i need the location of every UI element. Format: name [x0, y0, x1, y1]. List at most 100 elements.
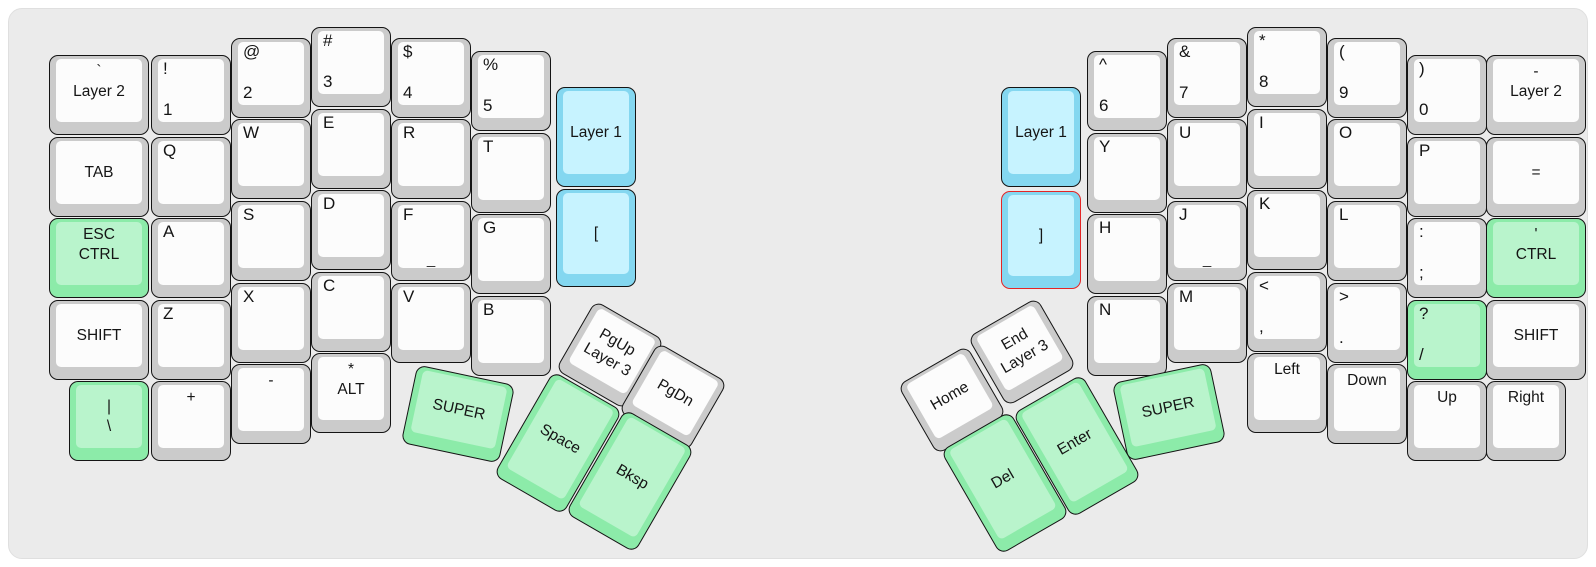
key-label: S — [243, 205, 255, 224]
key-label: * — [1259, 31, 1266, 50]
key-v[interactable]: V — [391, 283, 471, 363]
key-plus[interactable]: + — [151, 381, 231, 461]
key-o[interactable]: O — [1327, 119, 1407, 199]
keycap-top: Up — [1414, 385, 1480, 448]
key-lparen-9[interactable]: (9 — [1327, 38, 1407, 118]
keycap-top: SUPER — [1119, 367, 1217, 448]
key-rparen-0[interactable]: )0 — [1407, 55, 1487, 135]
key-s[interactable]: S — [231, 201, 311, 281]
key-quote-ctrl[interactable]: 'CTRL — [1486, 218, 1586, 298]
key-u[interactable]: U — [1167, 119, 1247, 199]
keycap-top: #3 — [318, 31, 384, 94]
key-shift-left[interactable]: SHIFT — [49, 300, 149, 380]
key-n[interactable]: N — [1087, 296, 1167, 376]
key-layer1-right[interactable]: Layer 1 — [1001, 87, 1081, 187]
key-shift-right[interactable]: SHIFT — [1486, 300, 1586, 380]
key-d[interactable]: D — [311, 190, 391, 270]
key-left-bracket[interactable]: [ — [556, 189, 636, 287]
key-equals[interactable]: = — [1486, 137, 1586, 217]
key-minus-layer2[interactable]: -Layer 2 — [1486, 55, 1586, 135]
key-label-lines: Down — [1334, 371, 1400, 391]
keycap-top: !1 — [158, 59, 224, 122]
key-label: H — [1099, 218, 1112, 237]
key-super-left[interactable]: SUPER — [400, 364, 516, 464]
key-label: / — [1419, 345, 1424, 364]
key-arrow-up[interactable]: Up — [1407, 381, 1487, 461]
keycap-top: |\ — [76, 385, 142, 448]
keycap-top: I — [1254, 113, 1320, 176]
key-r[interactable]: R — [391, 119, 471, 199]
key-j[interactable]: J_ — [1167, 201, 1247, 281]
key-b[interactable]: B — [471, 296, 551, 376]
key-percent-5[interactable]: %5 — [471, 51, 551, 131]
key-question-slash[interactable]: ?/ — [1407, 300, 1487, 380]
key-star-8[interactable]: *8 — [1247, 27, 1327, 107]
keycap-top: Z — [158, 304, 224, 367]
key-arrow-right[interactable]: Right — [1486, 381, 1566, 461]
keycap-top: Y — [1094, 137, 1160, 200]
key-i[interactable]: I — [1247, 109, 1327, 189]
key-label: ^ — [1099, 55, 1107, 74]
keycap-top: N — [1094, 300, 1160, 363]
key-z[interactable]: Z — [151, 300, 231, 380]
key-w[interactable]: W — [231, 119, 311, 199]
key-m[interactable]: M — [1167, 283, 1247, 363]
key-label-lines: SUPER — [410, 370, 507, 450]
key-gt-period[interactable]: >. — [1327, 283, 1407, 363]
key-label-lines: Right — [1493, 388, 1559, 408]
key-label: @ — [243, 42, 261, 61]
key-minus[interactable]: - — [231, 364, 311, 444]
key-arrow-left[interactable]: Left — [1247, 353, 1327, 433]
key-label: A — [163, 222, 175, 241]
keycap-top: 'CTRL — [1493, 222, 1579, 285]
keycap-top: + — [158, 385, 224, 448]
key-label: 7 — [1179, 83, 1189, 102]
keycap-top: @2 — [238, 42, 304, 105]
key-hash-3[interactable]: #3 — [311, 27, 391, 107]
key-h[interactable]: H — [1087, 214, 1167, 294]
key-label: N — [1099, 300, 1112, 319]
key-arrow-down[interactable]: Down — [1327, 364, 1407, 444]
key-tab[interactable]: TAB — [49, 137, 149, 217]
key-layer1-left[interactable]: Layer 1 — [556, 87, 636, 187]
key-at-2[interactable]: @2 — [231, 38, 311, 118]
key-pipe-backslash[interactable]: |\ — [69, 381, 149, 461]
key-x[interactable]: X — [231, 283, 311, 363]
key-k[interactable]: K — [1247, 190, 1327, 270]
key-label: Space — [537, 420, 584, 458]
key-label: Z — [163, 304, 174, 323]
key-q[interactable]: Q — [151, 137, 231, 217]
key-super-right[interactable]: SUPER — [1111, 362, 1227, 462]
key-label-lines: SUPER — [1119, 368, 1216, 448]
key-t[interactable]: T — [471, 133, 551, 213]
key-l[interactable]: L — [1327, 201, 1407, 281]
key-f[interactable]: F_ — [391, 201, 471, 281]
key-star-alt[interactable]: *ALT — [311, 353, 391, 433]
keycap-top: K — [1254, 194, 1320, 257]
key-dollar-4[interactable]: $4 — [391, 38, 471, 118]
key-amp-7[interactable]: &7 — [1167, 38, 1247, 118]
keycap-top: ^6 — [1094, 55, 1160, 118]
key-label: % — [483, 55, 499, 74]
key-right-bracket[interactable]: ] — [1001, 191, 1081, 289]
key-c[interactable]: C — [311, 272, 391, 352]
key-caret-6[interactable]: ^6 — [1087, 51, 1167, 131]
key-e[interactable]: E — [311, 109, 391, 189]
key-g[interactable]: G — [471, 214, 551, 294]
key-label: Left — [1274, 361, 1300, 378]
key-label: + — [186, 389, 196, 406]
key-label-lines: Left — [1254, 360, 1320, 380]
key-y[interactable]: Y — [1087, 133, 1167, 213]
key-excl-1[interactable]: !1 — [151, 55, 231, 135]
key-lt-comma[interactable]: <, — [1247, 272, 1327, 352]
key-colon-semicolon[interactable]: :; — [1407, 218, 1487, 298]
key-label: Y — [1099, 137, 1111, 156]
key-a[interactable]: A — [151, 218, 231, 298]
key-grave-layer2[interactable]: `Layer 2 — [49, 55, 149, 135]
key-label: SUPER — [431, 395, 487, 423]
key-label: C — [323, 276, 336, 295]
key-p[interactable]: P — [1407, 137, 1487, 217]
key-label: ? — [1419, 304, 1429, 323]
key-label: # — [323, 31, 333, 50]
